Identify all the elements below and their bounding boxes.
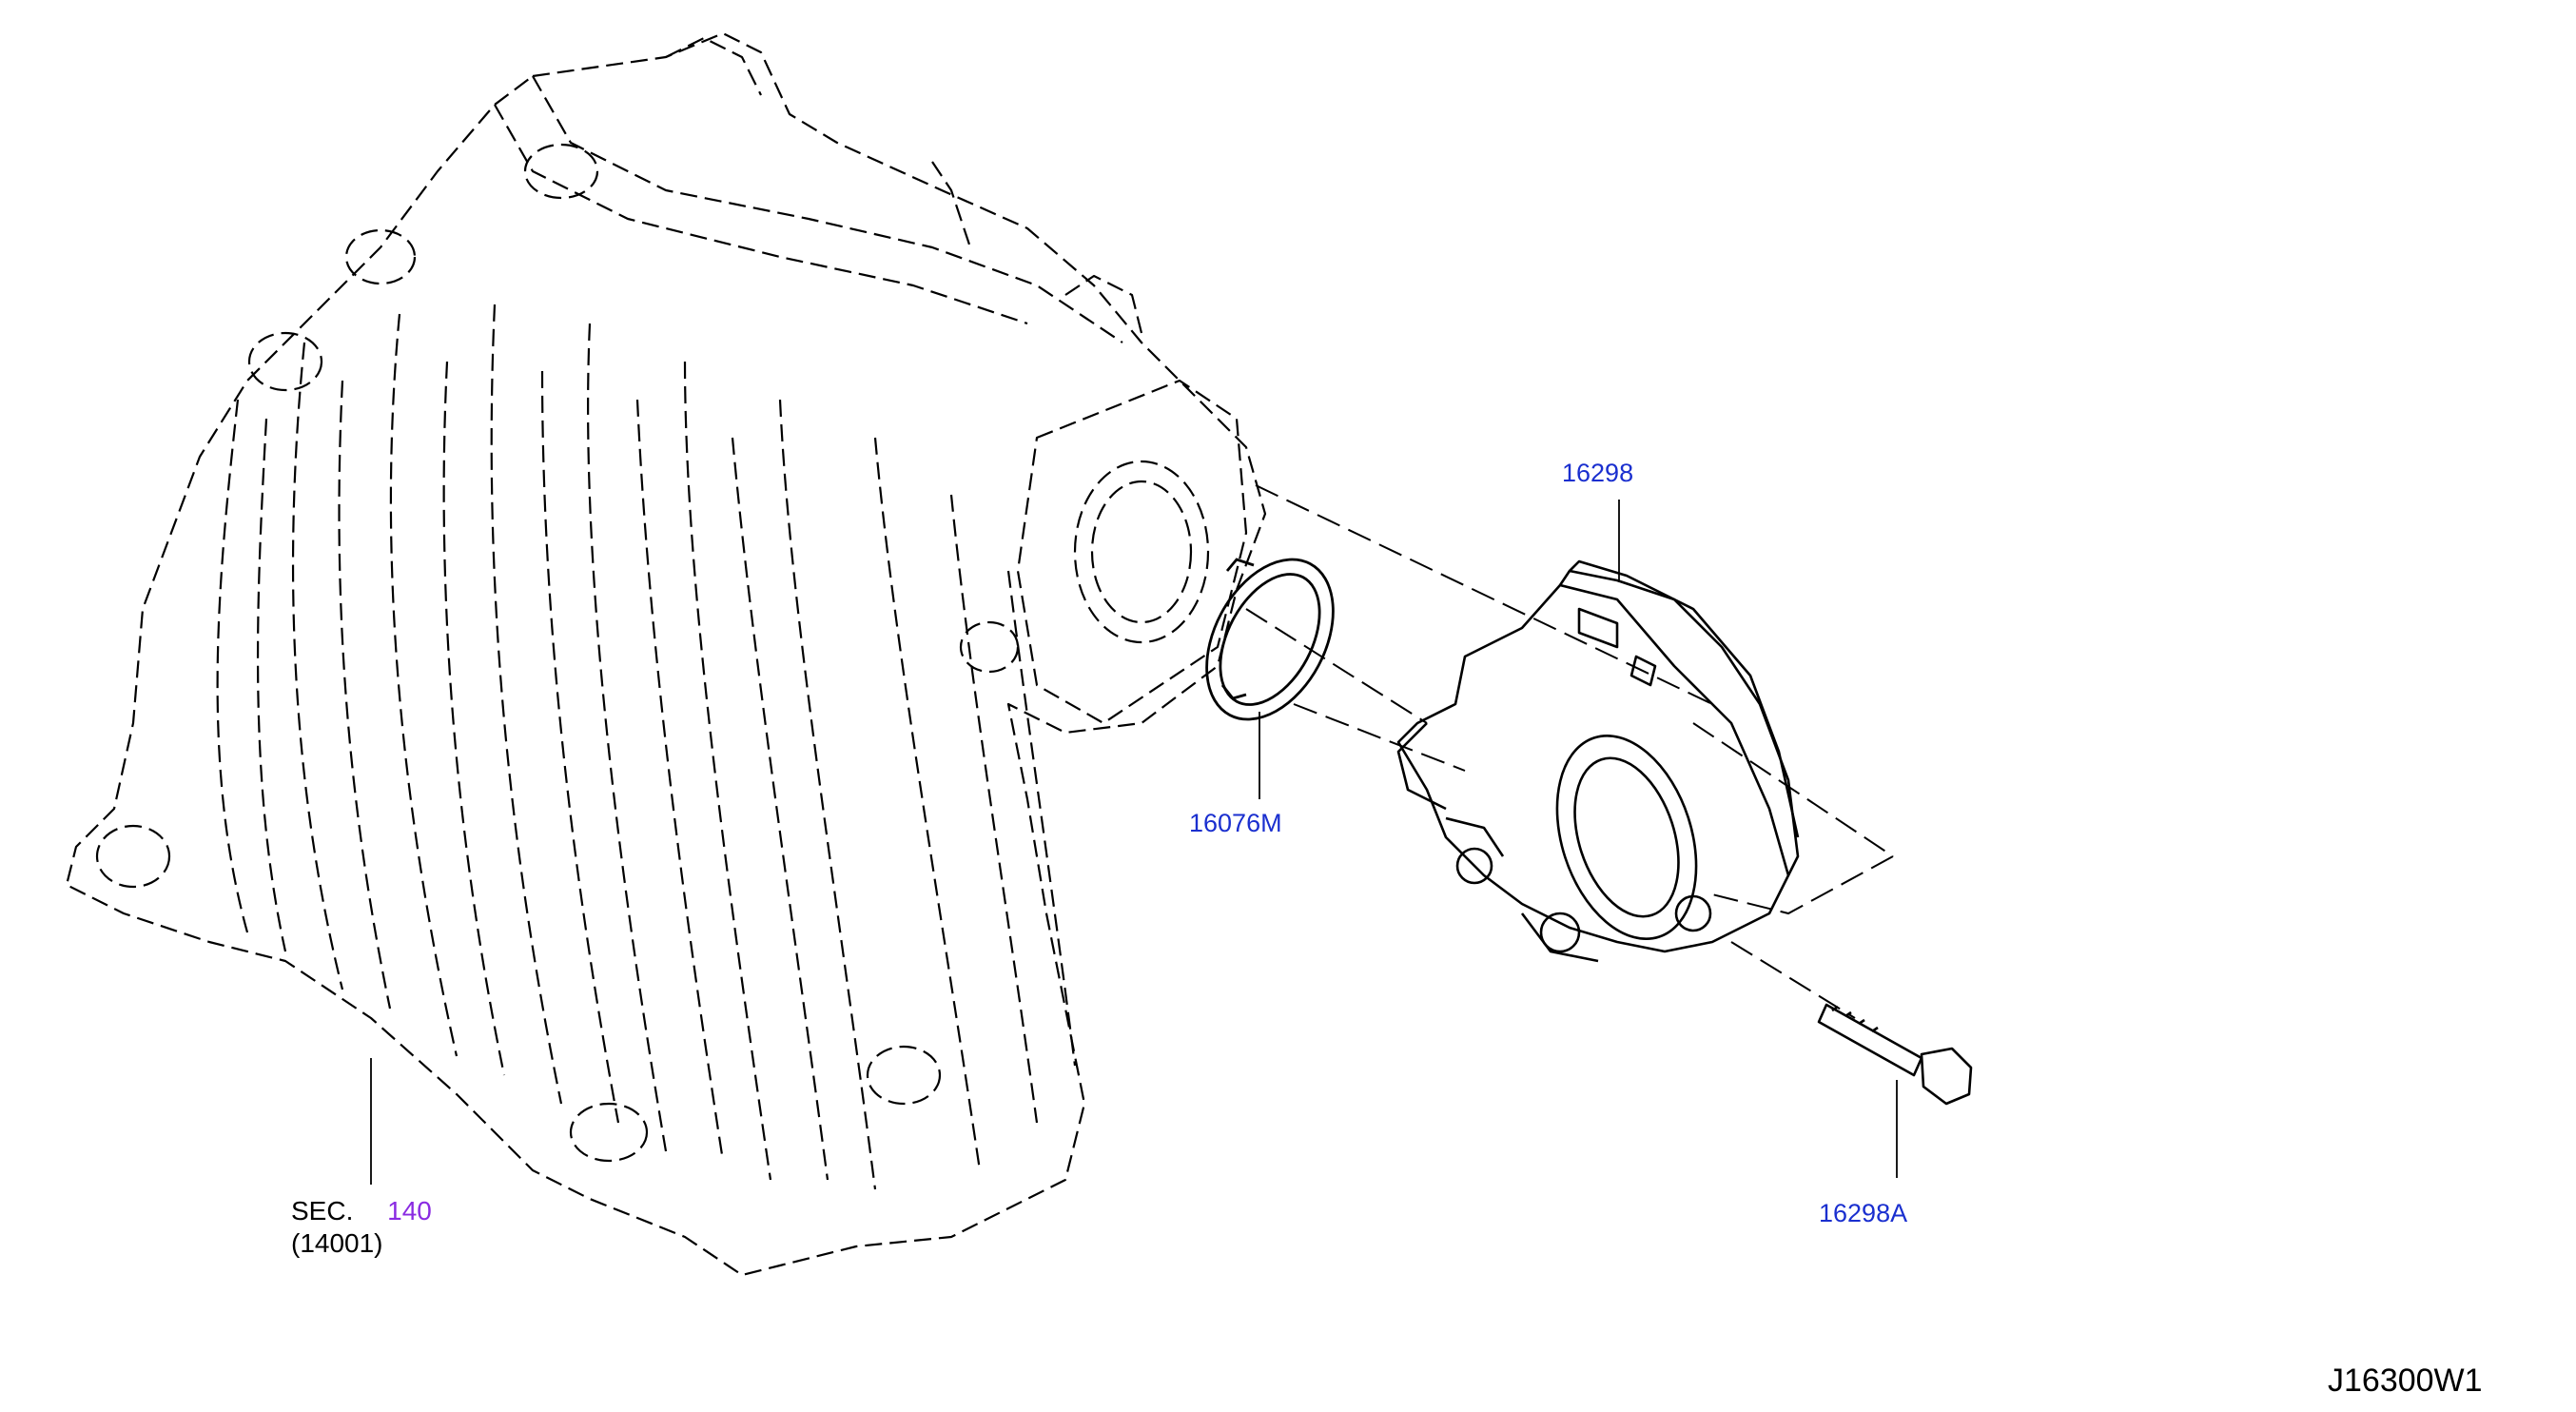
- leader-lines: [370, 500, 1898, 1185]
- section-prefix: SEC.: [291, 1196, 354, 1226]
- bolt-16298a: [1817, 1003, 1973, 1106]
- gasket-16076m: [1205, 558, 1335, 721]
- callout-16298[interactable]: 16298: [1562, 459, 1634, 487]
- section-link[interactable]: 140: [387, 1196, 432, 1226]
- callout-16298a[interactable]: 16298A: [1819, 1199, 1908, 1227]
- alignment-lines: [1245, 484, 1894, 1019]
- section-sub: (14001): [291, 1227, 383, 1258]
- diagram-code: J16300W1: [2328, 1363, 2483, 1399]
- throttle-body-16298: [1396, 559, 1800, 963]
- callout-16076m[interactable]: 16076M: [1189, 809, 1282, 837]
- section-reference: SEC. 140 (14001): [291, 1195, 432, 1259]
- intake-manifold-outline: [65, 31, 1267, 1277]
